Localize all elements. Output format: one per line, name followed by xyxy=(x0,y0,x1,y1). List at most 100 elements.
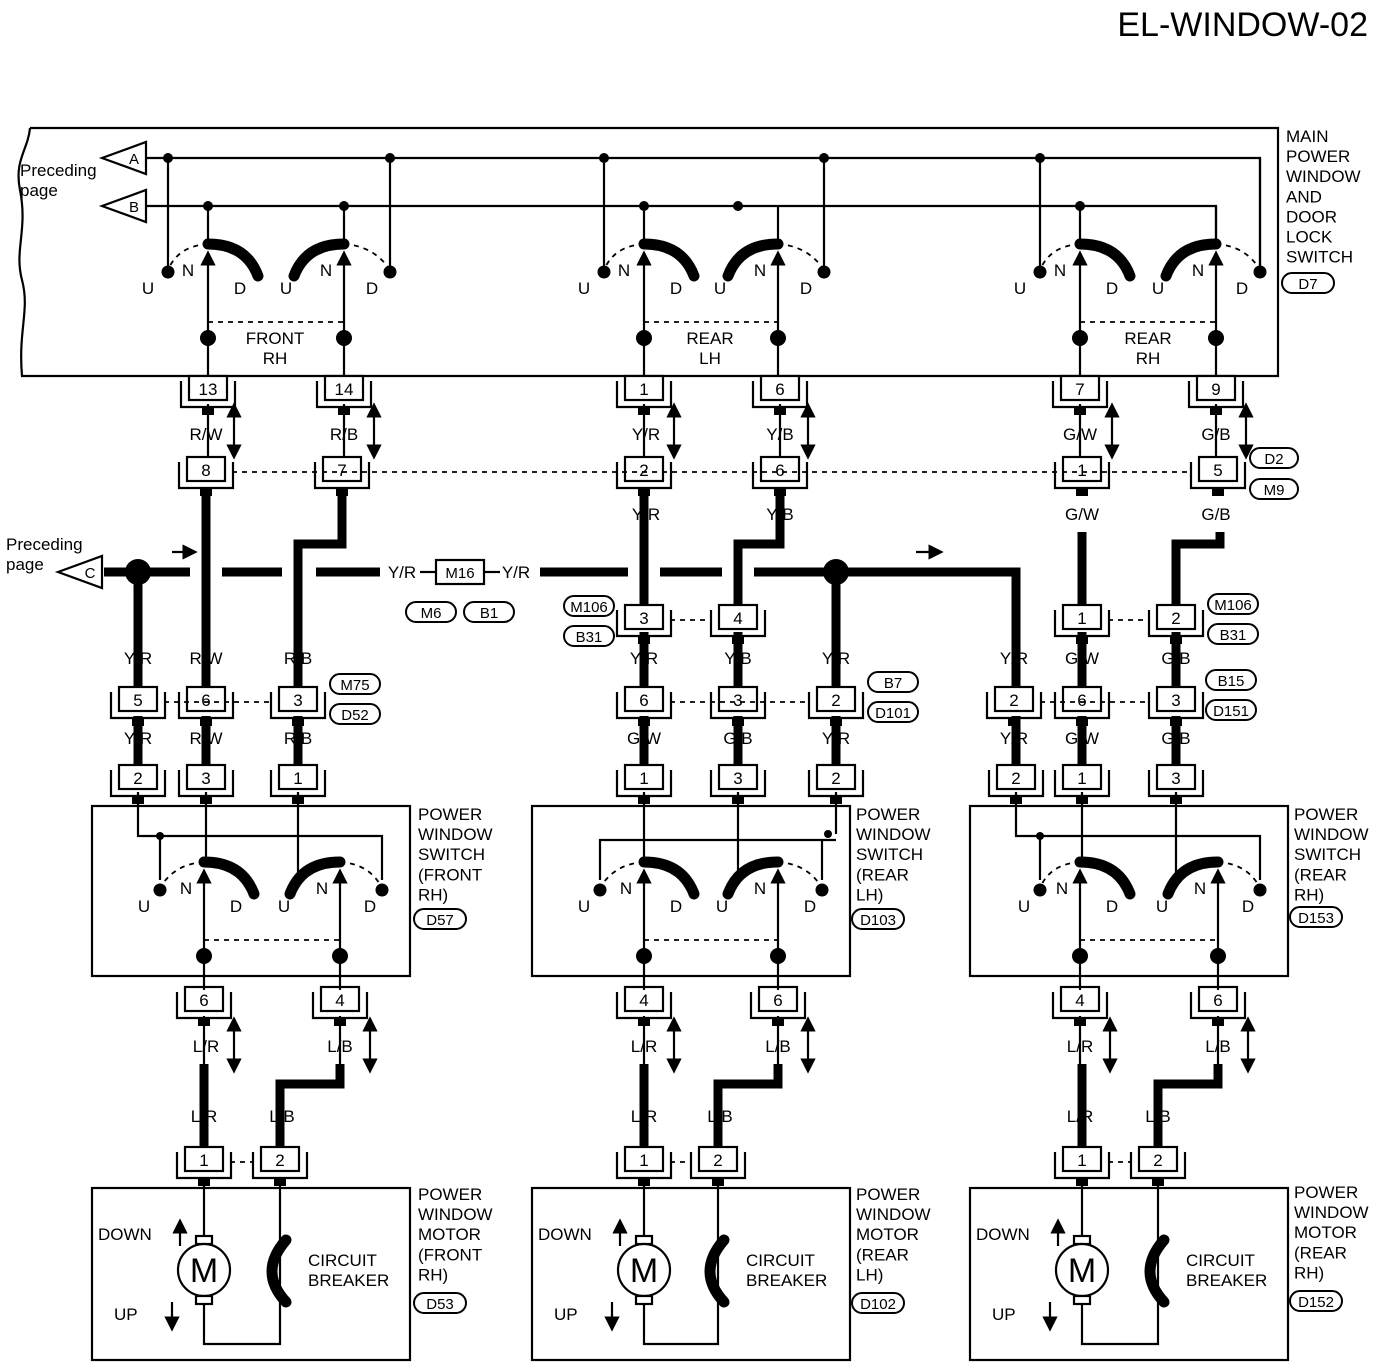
svg-text:3: 3 xyxy=(639,609,648,628)
svg-text:6: 6 xyxy=(1213,991,1222,1010)
m2-pin-1: 2 xyxy=(1129,1145,1187,1186)
sw1-bot-pin-1: 6 xyxy=(749,985,807,1026)
svg-text:13: 13 xyxy=(199,380,218,399)
d2-m9-pin-5: 5 xyxy=(1189,455,1247,496)
ref-triangle-c: C xyxy=(54,554,104,590)
svg-text:Y/R: Y/R xyxy=(630,649,658,668)
svg-text:2: 2 xyxy=(1153,1151,1162,1170)
svg-text:L/R: L/R xyxy=(631,1107,657,1126)
pos-n: N xyxy=(316,879,328,898)
svg-text:6: 6 xyxy=(775,380,784,399)
svg-text:3: 3 xyxy=(733,691,742,710)
svg-text:4: 4 xyxy=(335,991,344,1010)
m75-pin-2: 3 xyxy=(269,685,327,726)
svg-text:4: 4 xyxy=(1075,991,1084,1010)
b7-pin-2: 2 xyxy=(807,685,865,726)
svg-text:L/B: L/B xyxy=(269,1107,295,1126)
page-code: EL-WINDOW-02 xyxy=(1117,6,1368,44)
b7-pin-1: 3 xyxy=(709,685,767,726)
motor-down: DOWN xyxy=(976,1225,1030,1244)
motor-up: UP xyxy=(114,1305,138,1324)
m1-pin-1: 2 xyxy=(689,1145,747,1186)
pos-u: U xyxy=(278,897,290,916)
svg-text:G/B: G/B xyxy=(1161,649,1190,668)
pos-u: U xyxy=(138,897,150,916)
svg-text:L/R: L/R xyxy=(193,1037,219,1056)
pos-d: D xyxy=(234,279,246,298)
svg-text:M106: M106 xyxy=(1214,597,1252,614)
b15-pin-2: 3 xyxy=(1147,685,1205,726)
svg-text:D2: D2 xyxy=(1264,451,1283,468)
pos-n: N xyxy=(1192,261,1204,280)
pos-u: U xyxy=(1156,897,1168,916)
svg-text:Y/B: Y/B xyxy=(766,425,793,444)
pos-d: D xyxy=(1106,897,1118,916)
svg-text:D152: D152 xyxy=(1298,1294,1334,1311)
pos-d: D xyxy=(804,897,816,916)
motor-m: M xyxy=(190,1252,218,1290)
svg-text:D52: D52 xyxy=(341,707,369,724)
svg-text:B: B xyxy=(129,199,139,216)
m106-r-pin-1: 1 xyxy=(1053,603,1111,644)
d2-m9-pin-4: 1 xyxy=(1053,455,1111,496)
svg-text:Y/R: Y/R xyxy=(822,729,850,748)
svg-text:1: 1 xyxy=(1077,461,1086,480)
pos-d: D xyxy=(670,279,682,298)
svg-text:L/B: L/B xyxy=(327,1037,353,1056)
svg-text:L/B: L/B xyxy=(707,1107,733,1126)
pos-n: N xyxy=(320,261,332,280)
svg-text:G/W: G/W xyxy=(1065,729,1099,748)
svg-text:Y/R: Y/R xyxy=(632,425,660,444)
m75-pin-0: 5 xyxy=(109,685,167,726)
svg-text:D57: D57 xyxy=(426,912,454,929)
svg-text:D102: D102 xyxy=(860,1296,896,1313)
svg-text:9: 9 xyxy=(1211,380,1220,399)
pos-d: D xyxy=(1106,279,1118,298)
svg-text:M9: M9 xyxy=(1264,482,1285,499)
ref-triangle-a: A xyxy=(98,140,148,176)
svg-text:2: 2 xyxy=(1011,769,1020,788)
svg-text:5: 5 xyxy=(1213,461,1222,480)
connector-m16: M16 M6 B1 xyxy=(405,558,515,623)
svg-text:Y/R: Y/R xyxy=(1000,649,1028,668)
svg-text:L/B: L/B xyxy=(765,1037,791,1056)
svg-text:Y/R: Y/R xyxy=(124,729,152,748)
svg-text:3: 3 xyxy=(1171,769,1180,788)
wire-labels: R/W R/B Y/R Y/B G/W G/B Y/R Y/B G/W G/B … xyxy=(124,425,1231,1126)
svg-text:1: 1 xyxy=(639,769,648,788)
svg-text:G/B: G/B xyxy=(1201,505,1230,524)
svg-text:2: 2 xyxy=(275,1151,284,1170)
svg-text:D151: D151 xyxy=(1213,703,1249,720)
d2-m9-pin-3: 6 xyxy=(751,455,809,496)
svg-text:M6: M6 xyxy=(421,605,442,622)
pos-n: N xyxy=(620,879,632,898)
m106-r-pin-2: 2 xyxy=(1147,603,1205,644)
svg-text:Y/R: Y/R xyxy=(632,505,660,524)
svg-text:7: 7 xyxy=(1075,380,1084,399)
pos-d: D xyxy=(670,897,682,916)
svg-text:7: 7 xyxy=(337,461,346,480)
pos-u: U xyxy=(1018,897,1030,916)
main-pin-0: 13 xyxy=(179,374,237,415)
svg-text:D101: D101 xyxy=(875,705,911,722)
svg-text:Y/R: Y/R xyxy=(502,563,530,582)
svg-text:3: 3 xyxy=(1171,691,1180,710)
pos-u: U xyxy=(1014,279,1026,298)
svg-text:Y/R: Y/R xyxy=(1000,729,1028,748)
svg-text:2: 2 xyxy=(713,1151,722,1170)
